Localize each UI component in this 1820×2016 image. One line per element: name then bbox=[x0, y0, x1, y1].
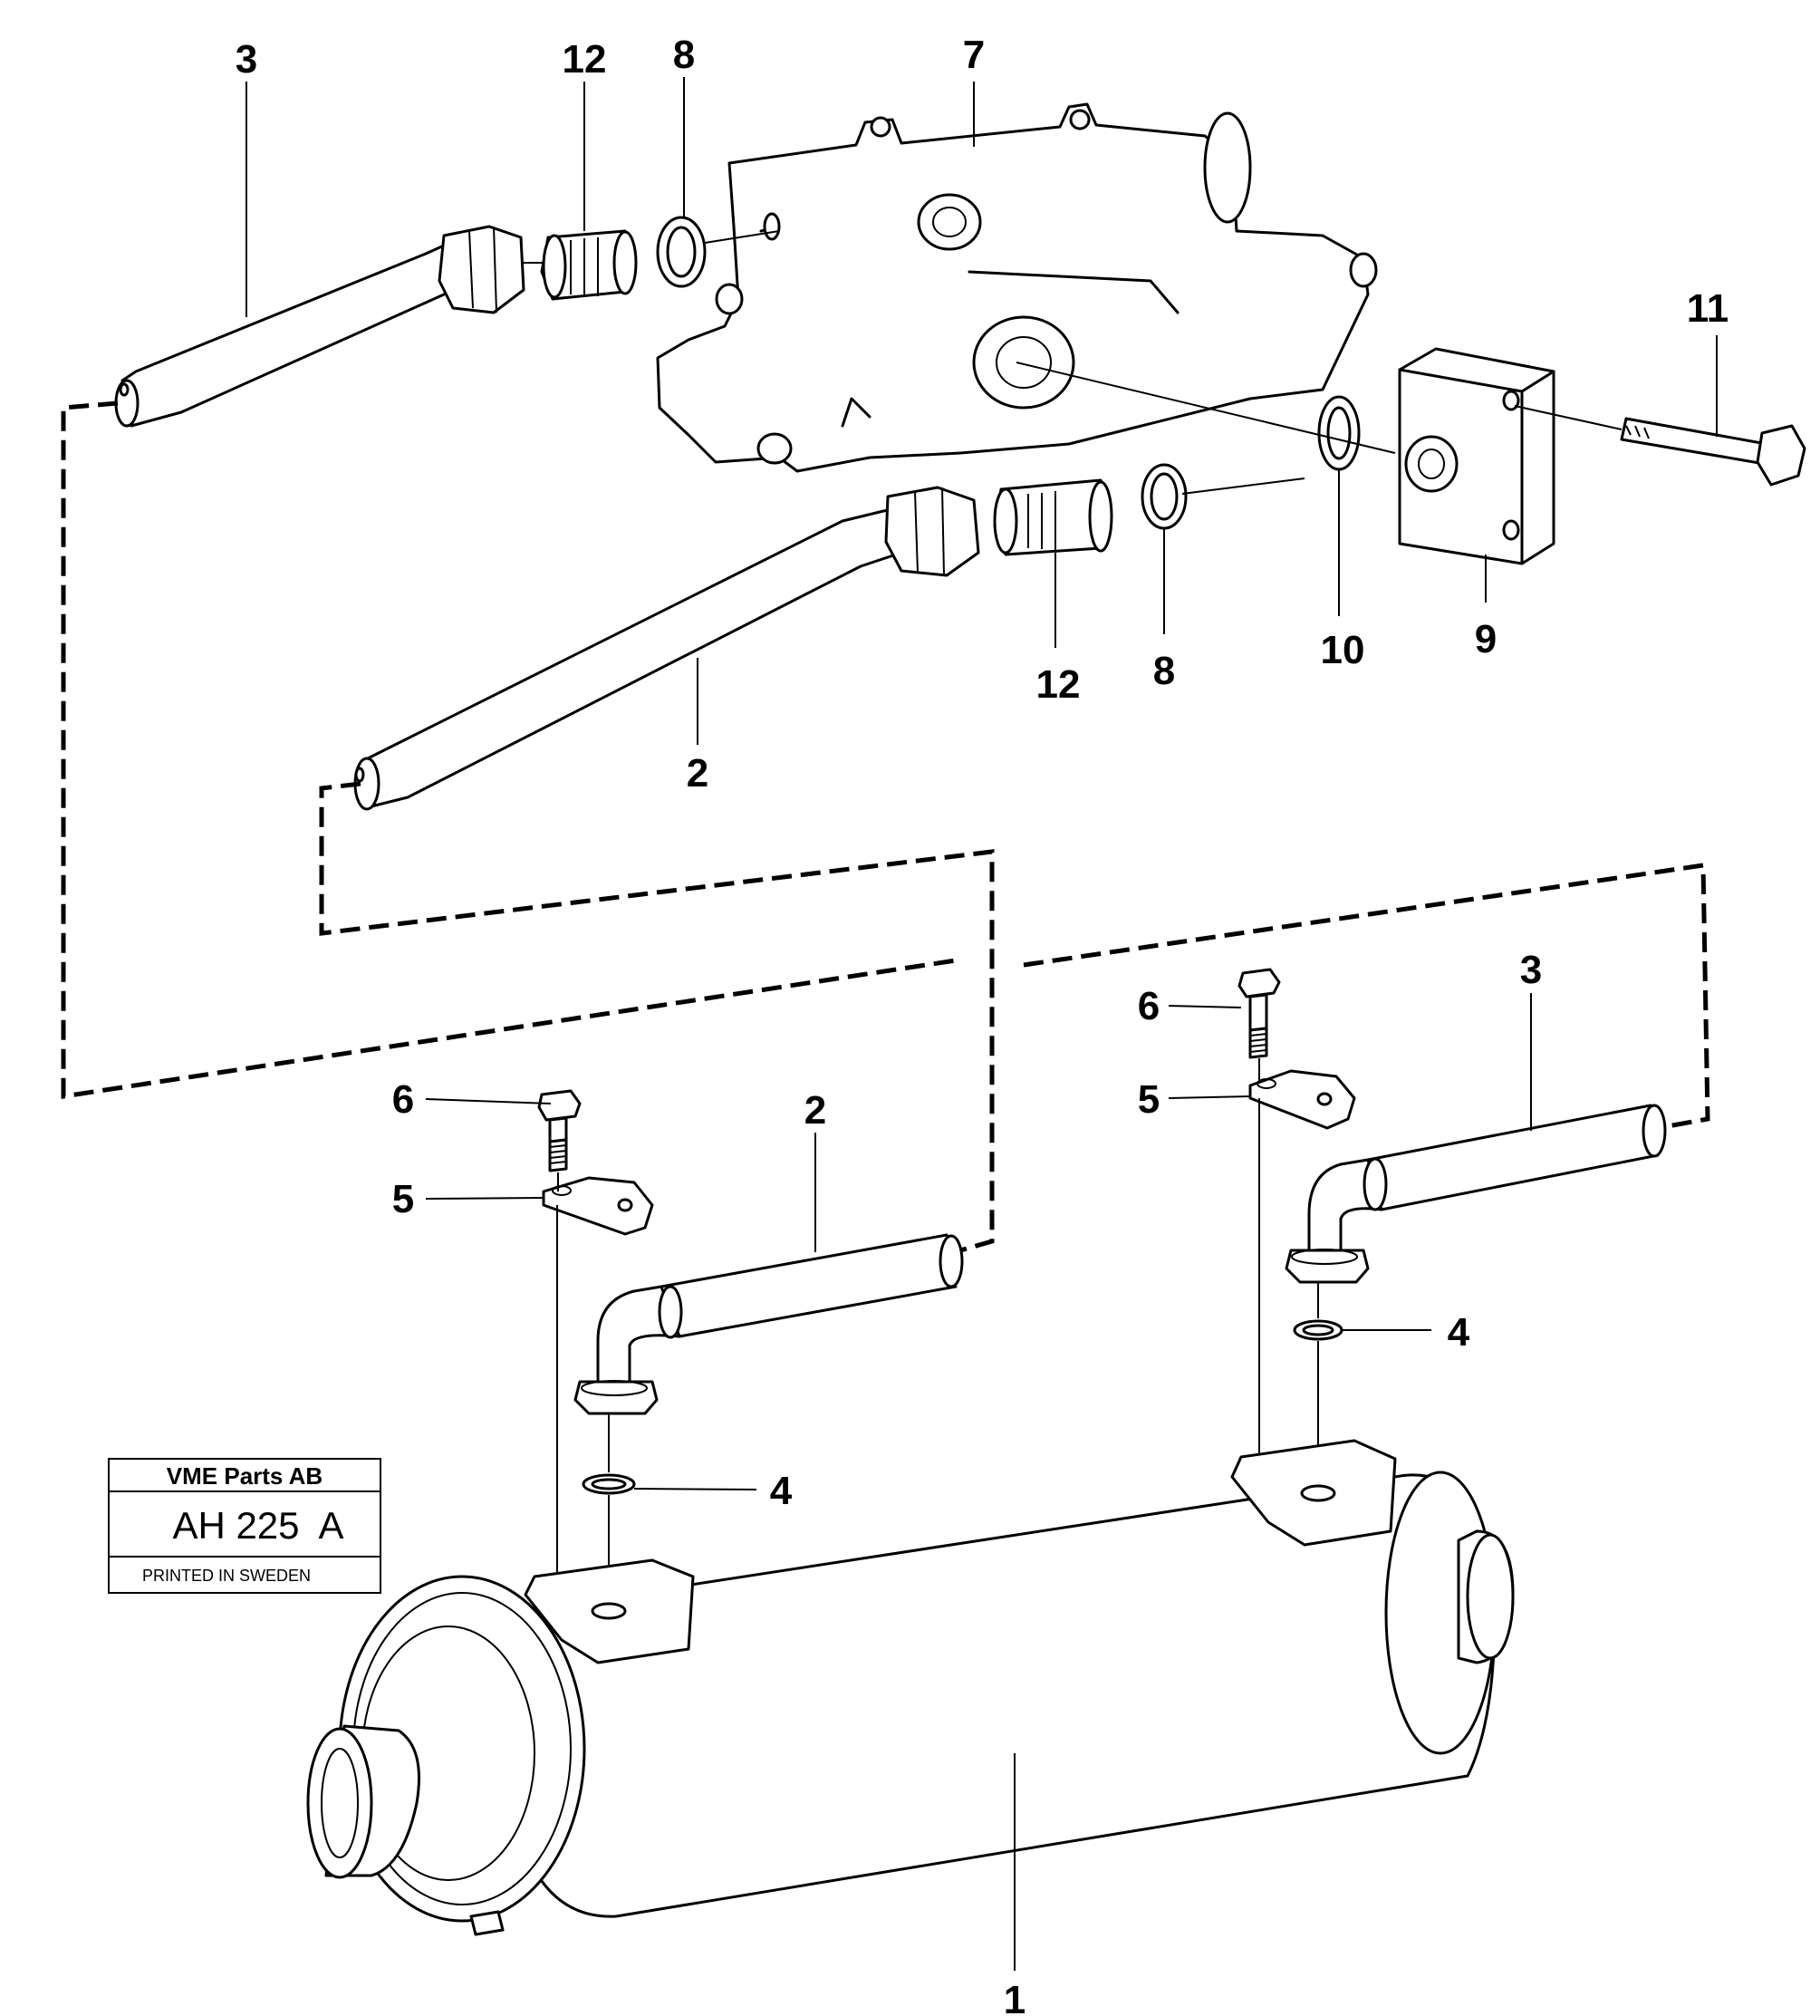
connector-block bbox=[1398, 347, 1555, 565]
label-seal-10: 10 bbox=[1321, 628, 1365, 672]
vme-stamp: VME Parts AB AH 225 A PRINTED IN SWEDEN bbox=[108, 1458, 381, 1594]
label-cooler-1: 1 bbox=[1004, 1978, 1026, 2016]
label-right-clamp-5: 5 bbox=[1138, 1077, 1160, 1122]
label-mid-hose-2: 2 bbox=[687, 751, 708, 796]
leader-lines bbox=[246, 77, 1718, 1971]
adapter-mid bbox=[993, 478, 1113, 556]
stamp-company: VME Parts AB bbox=[167, 1462, 323, 1490]
seal-ring-4-right bbox=[1293, 1319, 1343, 1341]
adapter-top bbox=[540, 229, 638, 301]
label-top-adapter-12: 12 bbox=[563, 37, 607, 82]
label-right-hose-3: 3 bbox=[1520, 948, 1542, 992]
label-left-clamp-5: 5 bbox=[392, 1177, 414, 1221]
label-left-screw-6: 6 bbox=[392, 1077, 414, 1122]
label-mid-seal-8: 8 bbox=[1153, 649, 1175, 693]
seal-ring-10 bbox=[1317, 395, 1361, 471]
hose-mid-2 bbox=[353, 486, 980, 811]
label-mid-adapter-12: 12 bbox=[1036, 662, 1081, 707]
hose-top-3 bbox=[114, 225, 525, 428]
label-valve-7: 7 bbox=[963, 33, 985, 77]
part-labels: 3 12 8 7 11 10 9 8 12 2 6 5 2 4 6 5 3 4 … bbox=[236, 33, 1729, 2016]
routing-dashed-lines bbox=[61, 400, 1710, 1253]
seal-ring-8-top bbox=[656, 216, 707, 288]
clamp-right bbox=[1248, 1069, 1356, 1130]
seal-ring-8-mid bbox=[1141, 463, 1188, 530]
seal-ring-4-left bbox=[582, 1473, 636, 1495]
label-left-seal-4: 4 bbox=[770, 1469, 793, 1513]
label-block-9: 9 bbox=[1475, 617, 1497, 661]
valve-housing bbox=[656, 102, 1378, 473]
hose-lower-left-2 bbox=[573, 1233, 964, 1415]
screw-left bbox=[537, 1089, 582, 1172]
stamp-code: AH 225 A bbox=[172, 1504, 343, 1547]
hose-lower-right-3 bbox=[1285, 1104, 1667, 1284]
oil-cooler bbox=[306, 1439, 1515, 1936]
label-top-seal-8: 8 bbox=[673, 33, 695, 77]
label-bolt-11: 11 bbox=[1687, 286, 1729, 331]
label-left-hose-2: 2 bbox=[804, 1088, 826, 1133]
label-right-screw-6: 6 bbox=[1138, 984, 1160, 1028]
stamp-printed: PRINTED IN SWEDEN bbox=[142, 1567, 311, 1585]
label-right-seal-4: 4 bbox=[1448, 1310, 1470, 1355]
label-top-hose-3: 3 bbox=[236, 37, 257, 82]
clamp-left bbox=[542, 1176, 654, 1236]
screw-right bbox=[1237, 968, 1281, 1059]
bolt bbox=[1514, 405, 1806, 487]
